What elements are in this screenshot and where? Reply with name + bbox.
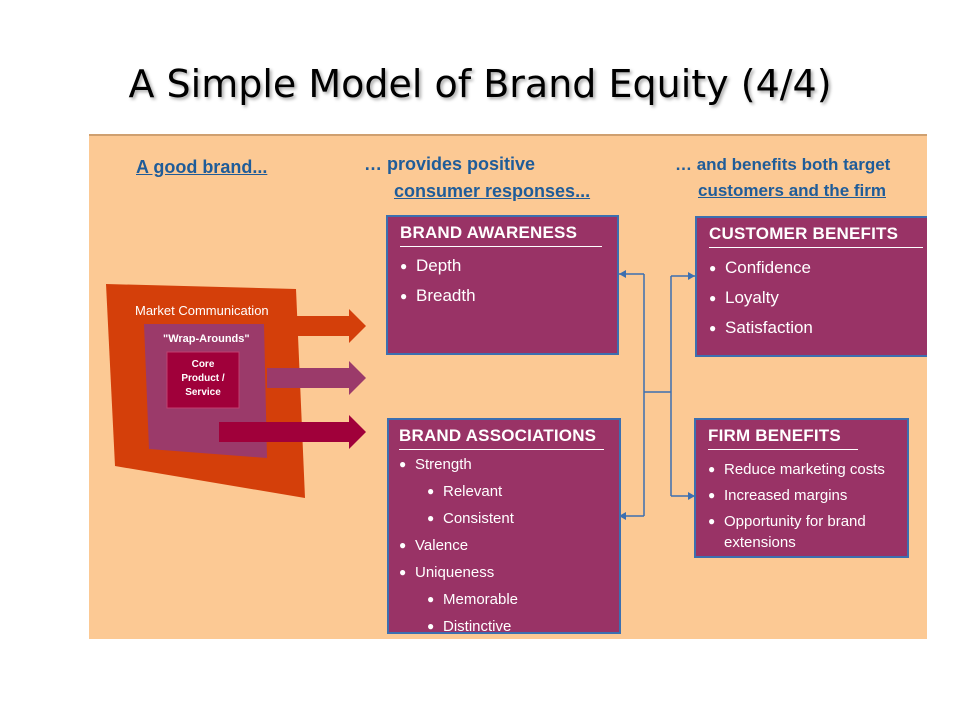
item-text: Relevant bbox=[443, 483, 503, 500]
bullet-icon: ● bbox=[399, 538, 407, 552]
item-text: Loyalty bbox=[725, 288, 779, 307]
item-text: Strength bbox=[415, 456, 472, 473]
item-text: Breadth bbox=[416, 286, 476, 305]
connector-lines bbox=[619, 273, 695, 517]
customer-benefits-item: ● Confidence bbox=[709, 258, 811, 278]
bullet-icon: ● bbox=[708, 514, 716, 528]
wrap-arounds-label: "Wrap-Arounds" bbox=[163, 333, 250, 345]
header-benefits-line2-text: customers and the firm bbox=[698, 181, 886, 200]
arrow-market-communication bbox=[296, 309, 366, 343]
brand-awareness-title: BRAND AWARENESS bbox=[400, 223, 578, 242]
customer-benefits-item: ● Loyalty bbox=[709, 288, 779, 308]
header-provides-line2: consumer responses... bbox=[394, 180, 590, 203]
arrow-core-product bbox=[219, 415, 366, 449]
bullet-icon: ● bbox=[709, 291, 717, 305]
item-text: Valence bbox=[415, 537, 469, 554]
firm-benefits-item: ● Reduce marketing costs bbox=[708, 461, 885, 478]
header-provides-line2-text: consumer responses... bbox=[394, 181, 591, 201]
slide-title: A Simple Model of Brand Equity (4/4) bbox=[128, 62, 832, 106]
brand-awareness-item: ● Depth bbox=[400, 256, 461, 276]
item-text: Reduce marketing costs bbox=[724, 461, 885, 478]
header-good-brand-text: A good brand... bbox=[136, 157, 268, 177]
bullet-icon: ● bbox=[708, 462, 716, 476]
bullet-icon: ● bbox=[427, 619, 435, 633]
header-benefits-line2: customers and the firm bbox=[698, 179, 886, 202]
core-line-3: Service bbox=[185, 387, 221, 398]
brand-associations-subitem: ● Relevant bbox=[427, 483, 502, 500]
brand-associations-rule bbox=[399, 449, 604, 450]
firm-benefits-item-continued: extensions bbox=[724, 534, 796, 551]
brand-awareness-box: BRAND AWARENESS ● Depth ● Breadth bbox=[386, 215, 619, 355]
brand-awareness-rule bbox=[400, 246, 602, 247]
bullet-icon: ● bbox=[709, 261, 717, 275]
panel-top-rule bbox=[89, 134, 927, 136]
item-text: Consistent bbox=[443, 510, 514, 527]
header-provides-line1: … provides positive bbox=[364, 154, 536, 174]
core-product-label: Core Product / Service bbox=[167, 358, 239, 400]
firm-benefits-box: FIRM BENEFITS ● Reduce marketing costs ● I… bbox=[694, 418, 909, 558]
item-text: Confidence bbox=[725, 258, 812, 277]
customer-benefits-title: CUSTOMER BENEFITS bbox=[709, 224, 899, 243]
brand-associations-item: ● Valence bbox=[399, 537, 468, 554]
firm-benefits-item: ● Increased margins bbox=[708, 487, 847, 504]
brand-associations-subitem: ● Consistent bbox=[427, 510, 514, 527]
bullet-icon: ● bbox=[427, 484, 435, 498]
bullet-icon: ● bbox=[399, 457, 407, 471]
customer-benefits-box: CUSTOMER BENEFITS ● Confidence ● Loyalty ●… bbox=[695, 216, 927, 357]
bullet-icon: ● bbox=[427, 592, 435, 606]
arrow-wrap-arounds bbox=[267, 361, 366, 395]
firm-benefits-title: FIRM BENEFITS bbox=[708, 426, 841, 445]
core-line-2: Product / bbox=[181, 373, 225, 384]
bullet-icon: ● bbox=[400, 289, 408, 303]
connector-arrowheads bbox=[619, 270, 695, 520]
firm-benefits-rule bbox=[708, 449, 858, 450]
diagram-panel: A good brand... … provides positive cons… bbox=[89, 136, 927, 639]
customer-benefits-item: ● Satisfaction bbox=[709, 318, 813, 338]
bullet-icon: ● bbox=[427, 511, 435, 525]
brand-associations-item: ● Uniqueness bbox=[399, 564, 494, 581]
core-product-square bbox=[166, 351, 240, 409]
bullet-icon: ● bbox=[708, 488, 716, 502]
bullet-icon: ● bbox=[709, 321, 717, 335]
brand-awareness-item: ● Breadth bbox=[400, 286, 476, 306]
item-text: Satisfaction bbox=[725, 318, 813, 337]
item-text: Increased margins bbox=[724, 487, 848, 504]
bullet-icon: ● bbox=[400, 259, 408, 273]
item-text: Depth bbox=[416, 256, 462, 275]
bullet-icon: ● bbox=[399, 565, 407, 579]
brand-associations-subitem: ● Distinctive bbox=[427, 618, 511, 635]
firm-benefits-item: ● Opportunity for brand bbox=[708, 513, 866, 530]
item-text: Opportunity for brand bbox=[724, 513, 866, 530]
brand-associations-box: BRAND ASSOCIATIONS ● Strength ● Relevant ●… bbox=[387, 418, 621, 635]
core-line-1: Core bbox=[191, 359, 215, 370]
brand-associations-subitem: ● Memorable bbox=[427, 591, 518, 608]
item-text: Distinctive bbox=[443, 618, 512, 635]
brand-layers-graphic bbox=[106, 270, 695, 520]
brand-associations-title: BRAND ASSOCIATIONS bbox=[399, 426, 597, 445]
item-text: Memorable bbox=[443, 591, 519, 608]
item-text: Uniqueness bbox=[415, 564, 495, 581]
brand-associations-item: ● Strength bbox=[399, 456, 472, 473]
header-benefits-line1: … and benefits both target bbox=[675, 155, 891, 174]
customer-benefits-rule bbox=[709, 247, 923, 248]
header-good-brand: A good brand... bbox=[136, 156, 267, 179]
market-communication-label: Market Communication bbox=[135, 303, 269, 318]
